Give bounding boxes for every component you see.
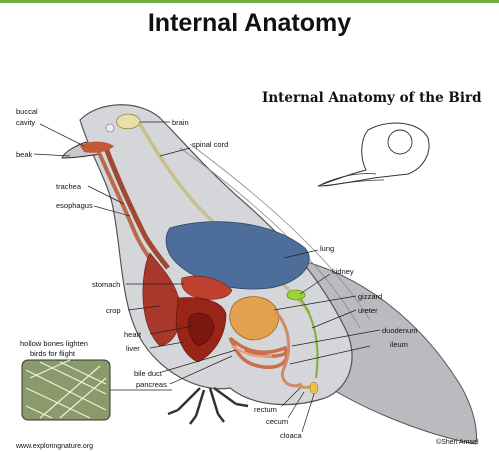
label-crop: crop xyxy=(106,306,121,315)
skull-inset xyxy=(318,123,429,186)
label-cavity: cavity xyxy=(16,118,35,127)
brain-shape xyxy=(117,114,140,129)
label-cloaca: cloaca xyxy=(280,431,303,440)
bone-inset xyxy=(22,360,110,420)
label-kidney: kidney xyxy=(332,267,354,276)
eye xyxy=(106,124,114,132)
label-gizzard: gizzard xyxy=(358,292,382,301)
top-rule xyxy=(0,0,499,3)
slide-title: Internal Anatomy xyxy=(0,9,499,38)
kidney-shape xyxy=(287,290,305,300)
label-liver: liver xyxy=(126,344,140,353)
label-stomach: stomach xyxy=(92,280,120,289)
label-cecum: cecum xyxy=(266,417,288,426)
label-trachea: trachea xyxy=(56,182,82,191)
label-ileum: ileum xyxy=(390,340,408,349)
label-spinal-cord: spinal cord xyxy=(192,140,228,149)
website-credit: www.exploringnature.org xyxy=(15,443,93,450)
label-lung: lung xyxy=(320,244,334,253)
label-esophagus: esophagus xyxy=(56,201,93,210)
inset-caption-line2: birds for flight xyxy=(30,349,76,358)
copyright-credit: ©Sheri Amsel xyxy=(436,438,479,446)
bird-anatomy-diagram: Internal Anatomy of the Bird buccal cavi… xyxy=(0,88,499,452)
label-buccal: buccal xyxy=(16,107,38,116)
label-bile-duct: bile duct xyxy=(134,369,163,378)
inset-caption-line1: hollow bones lighten xyxy=(20,339,88,348)
label-beak: beak xyxy=(16,150,33,159)
label-rectum: rectum xyxy=(254,405,277,414)
cloaca-shape xyxy=(310,382,318,394)
label-ureter: ureter xyxy=(358,306,378,315)
label-pancreas: pancreas xyxy=(136,380,167,389)
bird-feet xyxy=(168,388,248,424)
label-brain: brain xyxy=(172,118,189,127)
diagram-title: Internal Anatomy of the Bird xyxy=(262,90,482,106)
label-duodenum: duodenum xyxy=(382,326,417,335)
label-heart: heart xyxy=(124,330,142,339)
